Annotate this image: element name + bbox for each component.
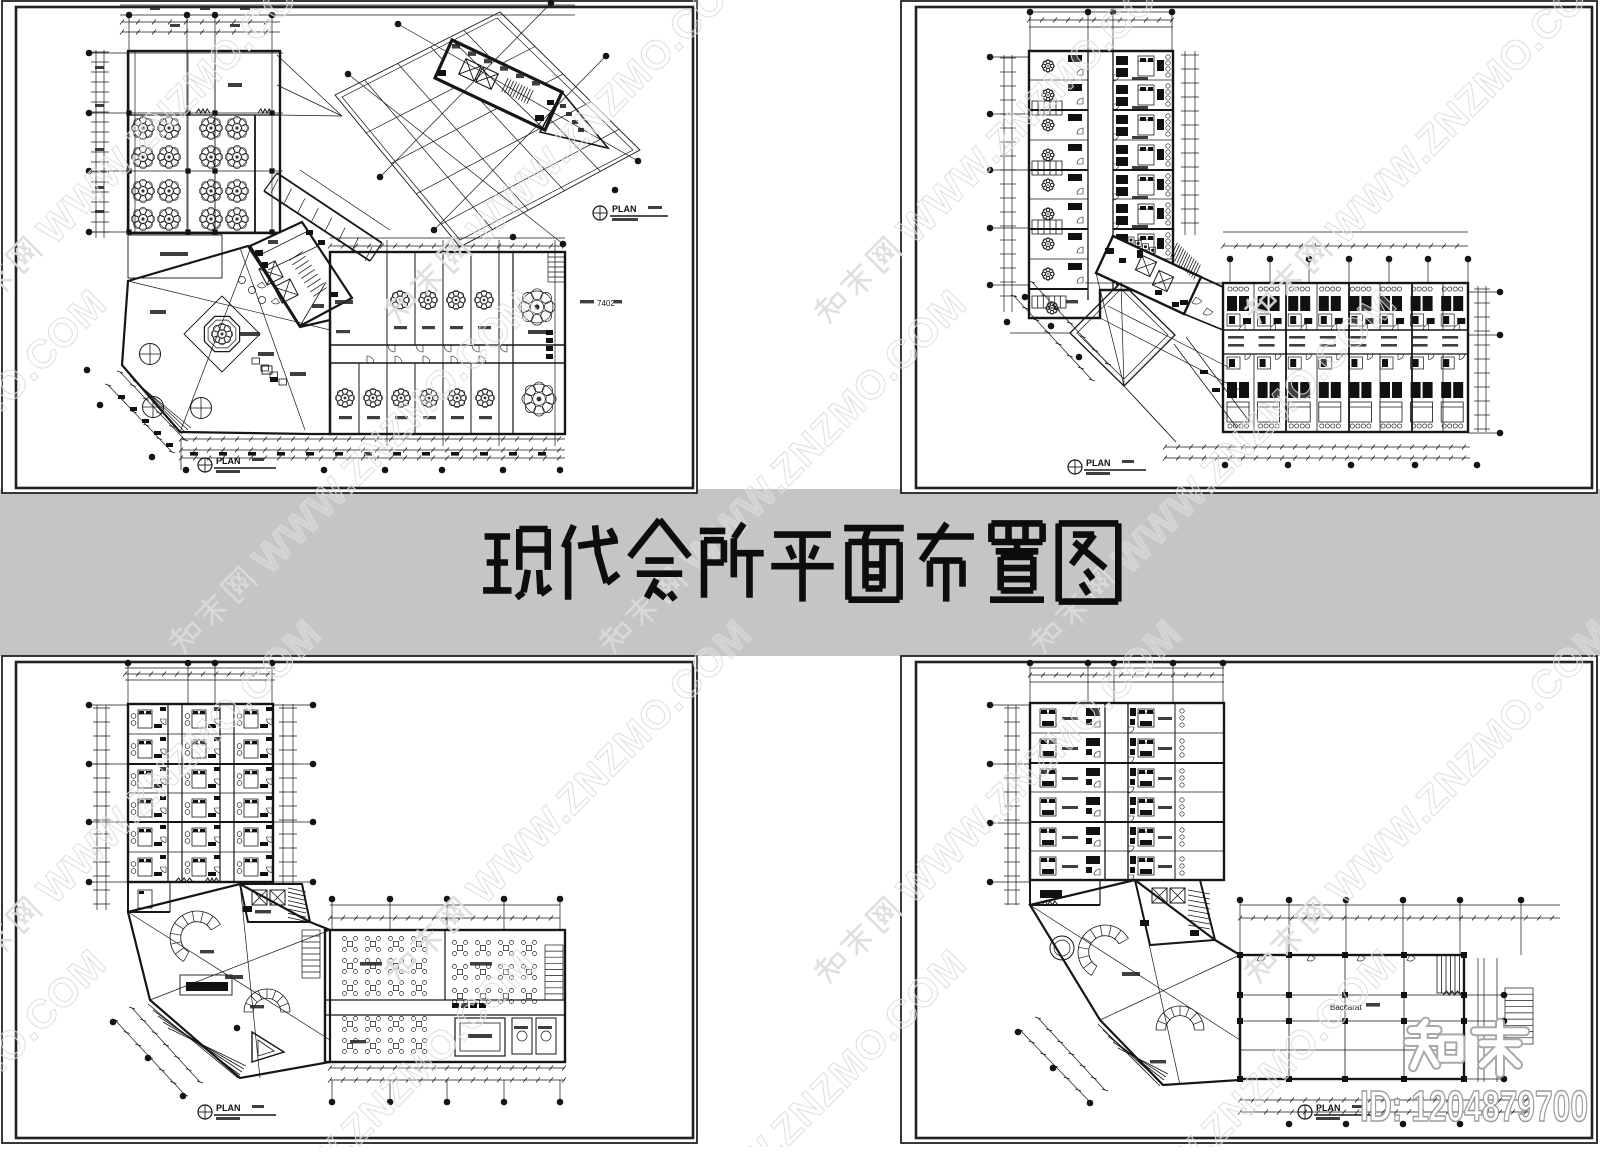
- svg-text:7402: 7402: [597, 299, 615, 308]
- svg-text:Baccarat: Baccarat: [1330, 1003, 1362, 1012]
- svg-text:ID: 1204879700: ID: 1204879700: [1360, 1082, 1588, 1131]
- svg-text:PLAN: PLAN: [1316, 1103, 1341, 1113]
- svg-text:PLAN: PLAN: [216, 456, 241, 466]
- svg-text:PLAN: PLAN: [612, 204, 637, 214]
- svg-text:PLAN: PLAN: [1086, 458, 1111, 468]
- svg-text:PLAN: PLAN: [216, 1103, 241, 1113]
